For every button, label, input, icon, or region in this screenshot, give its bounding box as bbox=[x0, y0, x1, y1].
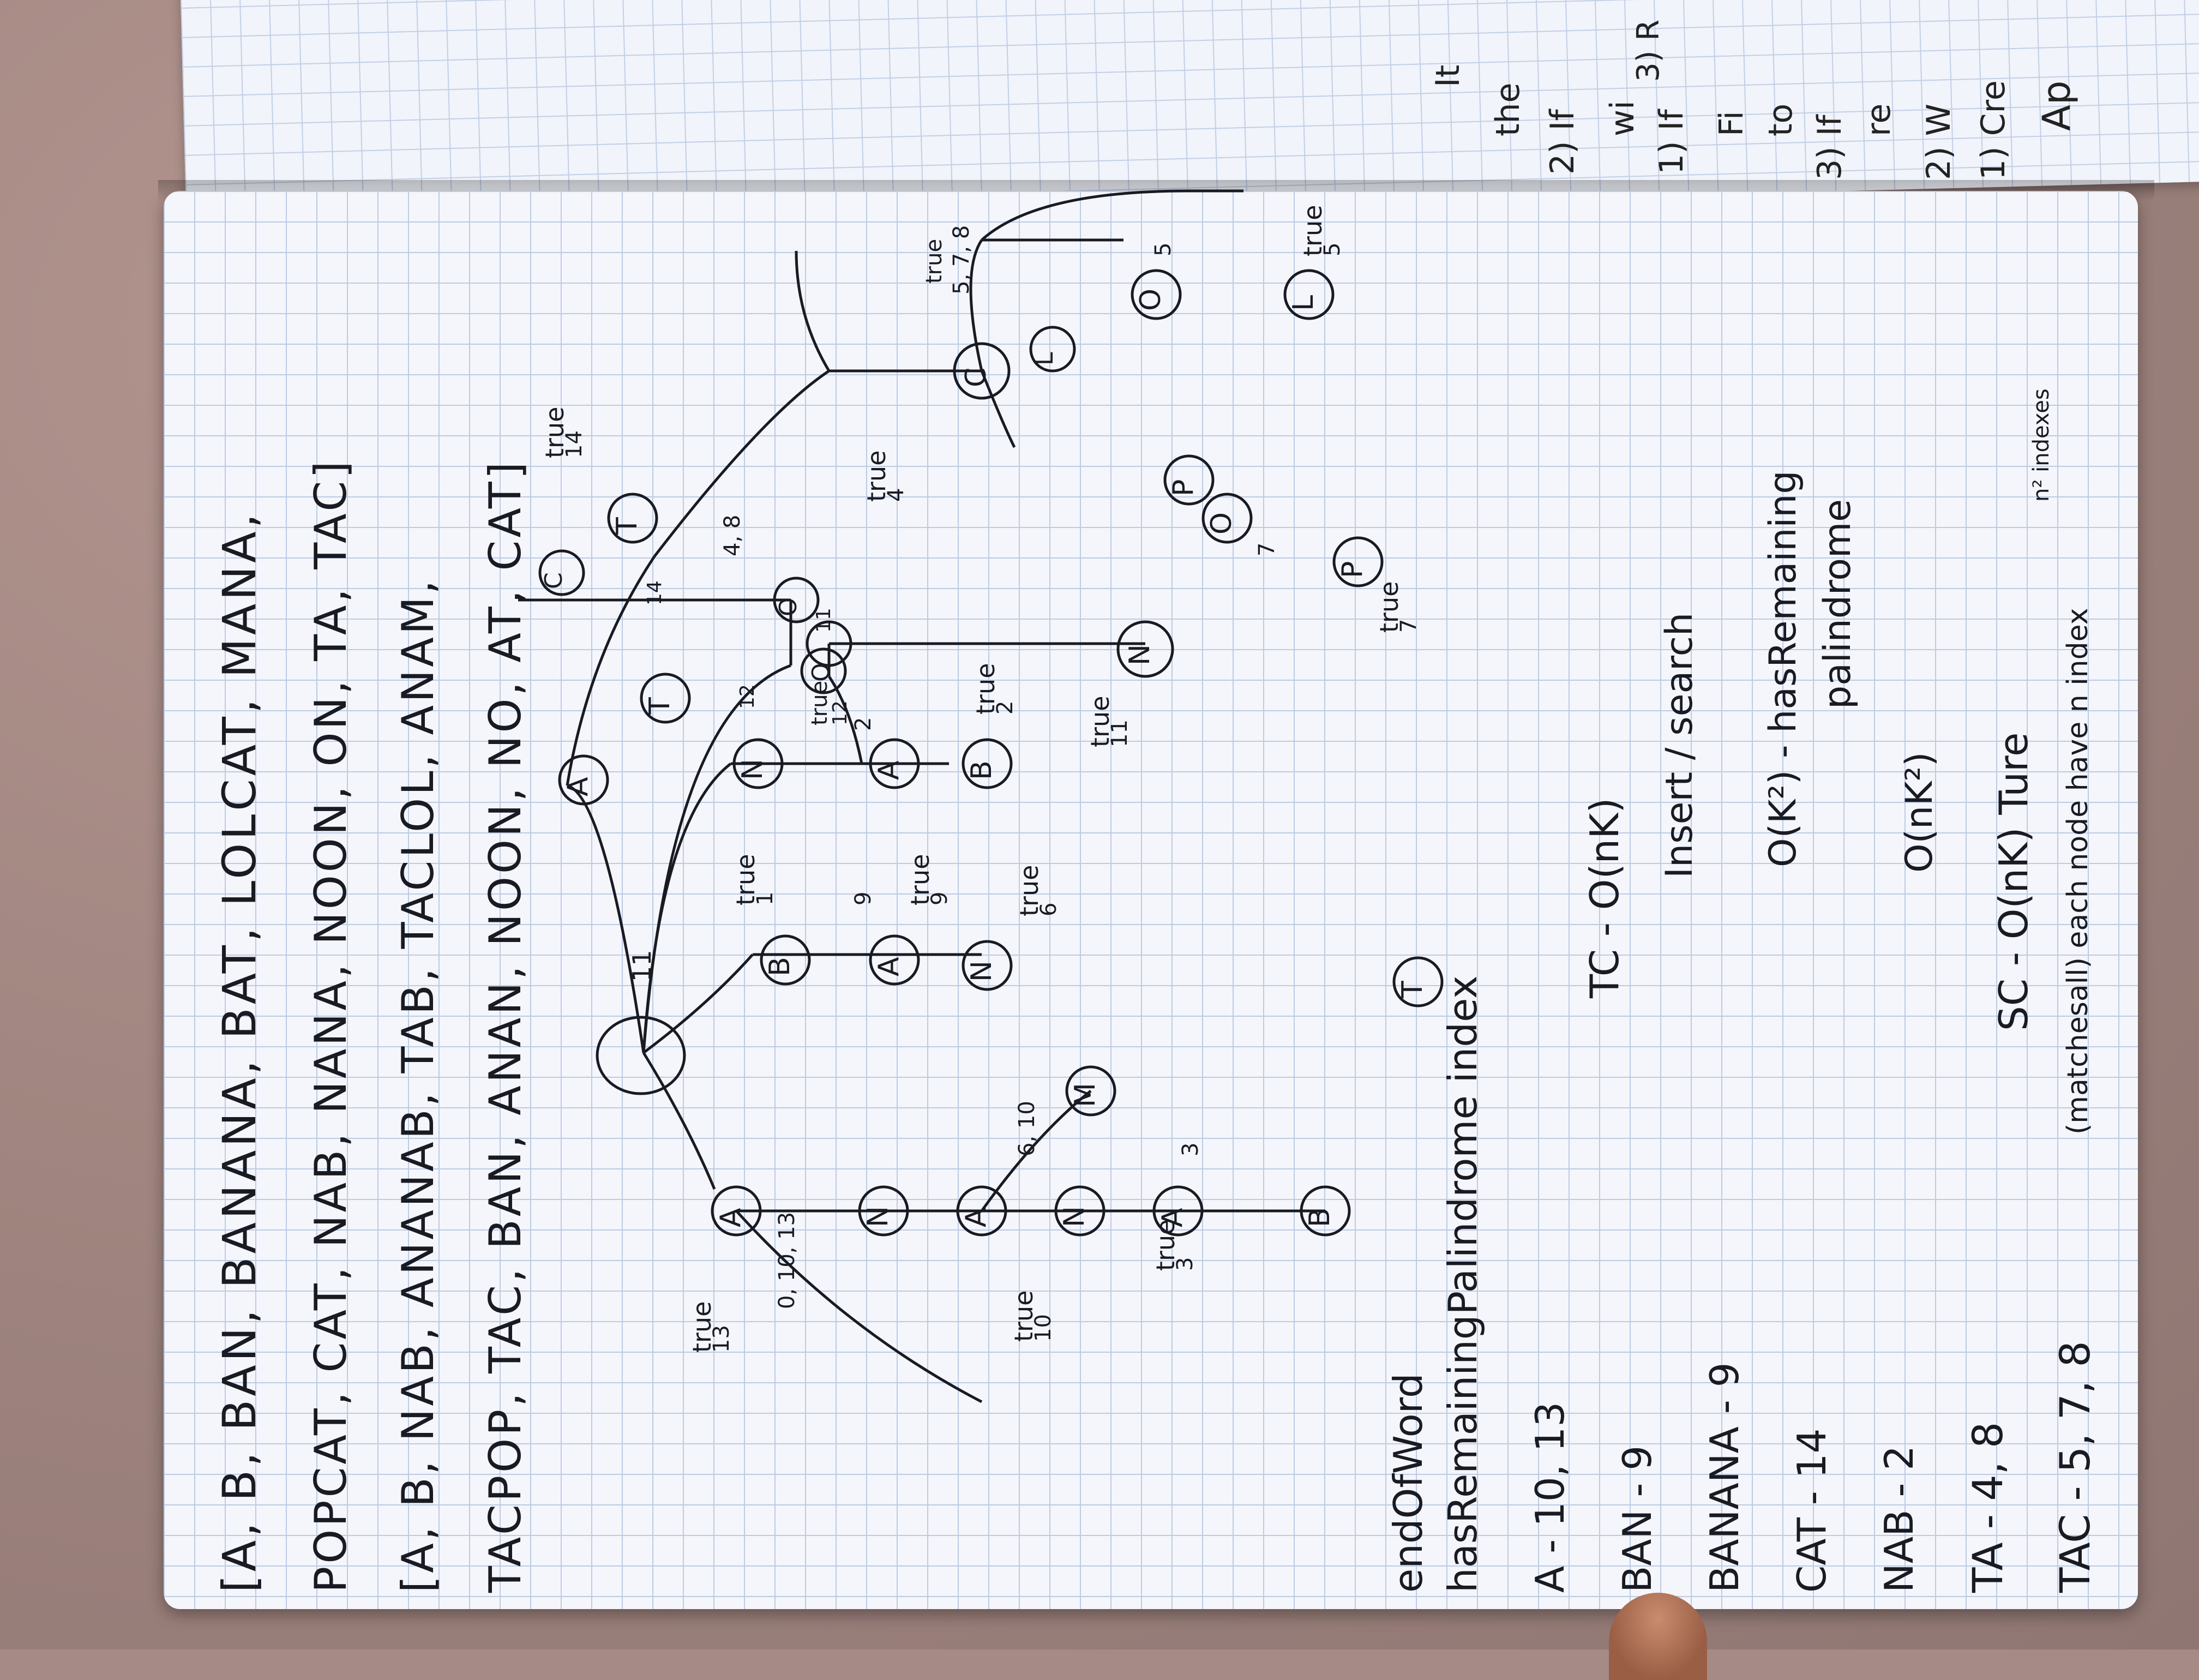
result-line: NAB - 2 bbox=[1876, 1445, 1922, 1593]
notebook-page-main bbox=[164, 191, 2138, 1609]
result-line: BANANA - 9 bbox=[1702, 1362, 1747, 1593]
result-line: BAN - 9 bbox=[1614, 1445, 1660, 1593]
result-line: A - 10, 13 bbox=[1527, 1401, 1573, 1593]
result-line: TAC - 5, 7, 8 bbox=[2051, 1341, 2099, 1593]
result-line: CAT - 14 bbox=[1789, 1428, 1835, 1593]
result-line: TA - 4, 8 bbox=[1963, 1421, 2012, 1593]
trie-root-node bbox=[596, 1016, 686, 1095]
